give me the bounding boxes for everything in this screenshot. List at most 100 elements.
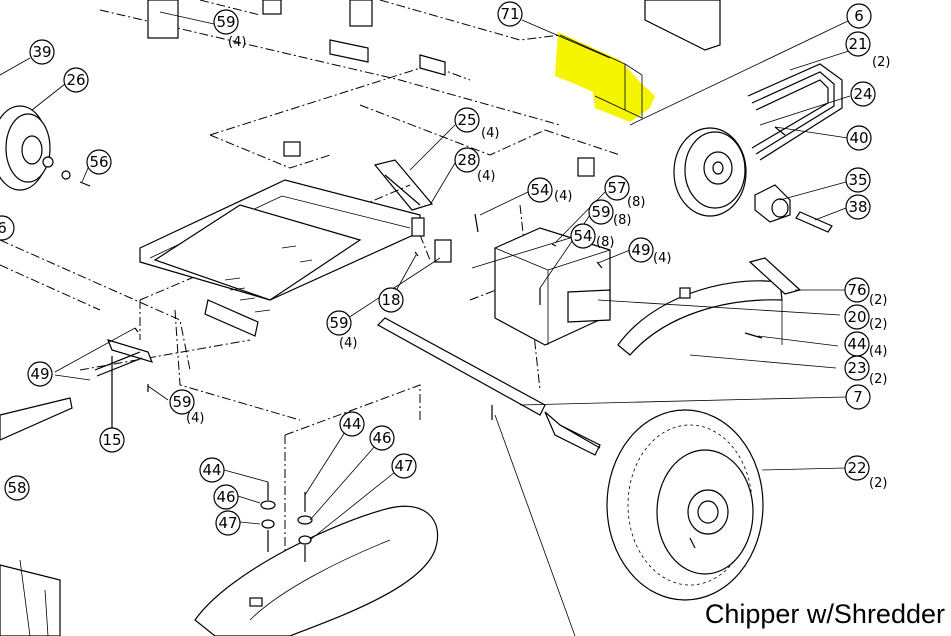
- callout-number: 24: [853, 85, 872, 103]
- callout-54-lower[interactable]: 54 (8): [570, 223, 614, 250]
- callout-number: 25: [457, 111, 476, 129]
- callout-49-left[interactable]: 49: [27, 361, 53, 387]
- callout-qty: (2): [872, 55, 890, 70]
- callout-18[interactable]: 18: [378, 287, 404, 313]
- callout-number: 59: [329, 314, 348, 332]
- callout-qty: (4): [481, 126, 499, 141]
- bracket-71-outline: [559, 34, 643, 119]
- callout-76[interactable]: 76(2): [844, 277, 887, 308]
- callout-25[interactable]: 25 (4): [454, 107, 499, 141]
- callout-21[interactable]: 21 (2): [845, 31, 890, 70]
- callout-58[interactable]: 58: [4, 475, 30, 501]
- u-bolts: [283, 141, 595, 263]
- callout-46-stack-right[interactable]: 46: [369, 425, 395, 451]
- callout-qty: (8): [627, 195, 645, 210]
- callout-number: 59: [216, 13, 235, 31]
- callout-44-stack-right[interactable]: 44: [339, 411, 365, 437]
- callout-qty: (2): [869, 476, 887, 491]
- callout-7[interactable]: 7: [845, 384, 871, 410]
- callout-57[interactable]: 57(8): [604, 175, 645, 210]
- callout-qty: (4): [653, 251, 671, 266]
- callout-qty: (2): [869, 317, 887, 332]
- callout-40[interactable]: 40: [846, 125, 872, 151]
- callout-44-stack-left[interactable]: 44: [199, 457, 225, 483]
- callout-qty: (8): [596, 235, 614, 250]
- callout-46-stack-left[interactable]: 46: [213, 484, 239, 510]
- callout-59-bottom[interactable]: 59(4): [169, 389, 204, 426]
- callout-71[interactable]: 71: [497, 1, 523, 27]
- callout-number: 15: [102, 431, 121, 449]
- callout-59-top[interactable]: 59(4): [213, 9, 246, 50]
- callout-number: 59: [172, 393, 191, 411]
- callout-qty: (4): [186, 411, 204, 426]
- callout-28[interactable]: 28(4): [454, 147, 495, 184]
- callout-qty: (4): [477, 169, 495, 184]
- pulley-40: [673, 127, 747, 217]
- callout-number: 57: [607, 179, 626, 197]
- callout-number: 6: [0, 219, 7, 237]
- callout-number: 46: [372, 429, 391, 447]
- pulley-26: [0, 105, 91, 191]
- callout-number: 44: [847, 335, 866, 353]
- frame-58: [0, 397, 73, 636]
- callout-qty: (2): [869, 372, 887, 387]
- callout-qty: (4): [339, 336, 357, 351]
- diagram-caption: Chipper w/Shredder: [704, 599, 945, 629]
- callout-qty: (2): [869, 293, 887, 308]
- fasteners: [134, 213, 603, 562]
- callout-number: 22: [847, 459, 866, 477]
- callout-number: 47: [218, 514, 237, 532]
- platform: [139, 179, 421, 337]
- callout-22[interactable]: 22(2): [844, 455, 887, 491]
- callout-number: 20: [847, 308, 866, 326]
- highlight-part-71[interactable]: [555, 32, 655, 122]
- callout-number: 39: [32, 43, 51, 61]
- hopper: [194, 505, 439, 636]
- callout-number: 38: [848, 198, 867, 216]
- callout-54-upper[interactable]: 54(4): [527, 177, 572, 204]
- callout-number: 54: [530, 181, 549, 199]
- callout-6-left[interactable]: 6: [0, 215, 15, 241]
- callout-number: 40: [849, 129, 868, 147]
- callout-qty: (8): [613, 213, 631, 228]
- top-brackets: [147, 0, 721, 76]
- callout-38[interactable]: 38: [845, 194, 871, 220]
- callout-39[interactable]: 39: [29, 39, 55, 65]
- callout-59-left[interactable]: 59(4): [326, 310, 357, 351]
- callout-number: 18: [381, 291, 400, 309]
- callout-qty: (4): [869, 344, 887, 359]
- callout-number: 49: [30, 365, 49, 383]
- callout-44-right[interactable]: 44(4): [844, 331, 887, 359]
- callout-47-stack-left[interactable]: 47: [215, 510, 241, 536]
- callouts: 71 6 21(2) 24 40 35 38 39 26 56 6 59(4) …: [0, 1, 890, 536]
- callout-35[interactable]: 35: [845, 167, 871, 193]
- callout-23[interactable]: 23(2): [844, 355, 887, 387]
- callout-number: 54: [573, 227, 592, 245]
- callout-number: 7: [853, 388, 863, 406]
- callout-number: 56: [89, 153, 108, 171]
- callout-number: 6: [854, 7, 864, 25]
- callout-20[interactable]: 20(2): [844, 304, 887, 332]
- callout-number: 26: [66, 71, 85, 89]
- callout-24[interactable]: 24: [850, 81, 876, 107]
- callout-56[interactable]: 56: [86, 149, 112, 175]
- callout-47-stack-right[interactable]: 47: [391, 453, 417, 479]
- callout-number: 59: [591, 203, 610, 221]
- callout-6[interactable]: 6: [846, 3, 872, 29]
- wheel-22: [606, 409, 764, 601]
- callout-qty: (4): [228, 35, 246, 50]
- callout-number: 71: [500, 5, 519, 23]
- callout-15[interactable]: 15: [99, 427, 125, 453]
- hitch-15: [94, 339, 154, 430]
- callout-number: 58: [7, 479, 26, 497]
- callout-number: 28: [457, 151, 476, 169]
- callout-26[interactable]: 26: [63, 67, 89, 93]
- callout-number: 47: [394, 457, 413, 475]
- callout-number: 21: [848, 35, 867, 53]
- callout-number: 23: [847, 359, 866, 377]
- callout-49-right[interactable]: 49(4): [628, 237, 671, 266]
- axle-assembly: [377, 227, 611, 456]
- callout-59-mid[interactable]: 59(8): [588, 199, 631, 228]
- callout-number: 35: [848, 171, 867, 189]
- hub-35: [754, 126, 833, 233]
